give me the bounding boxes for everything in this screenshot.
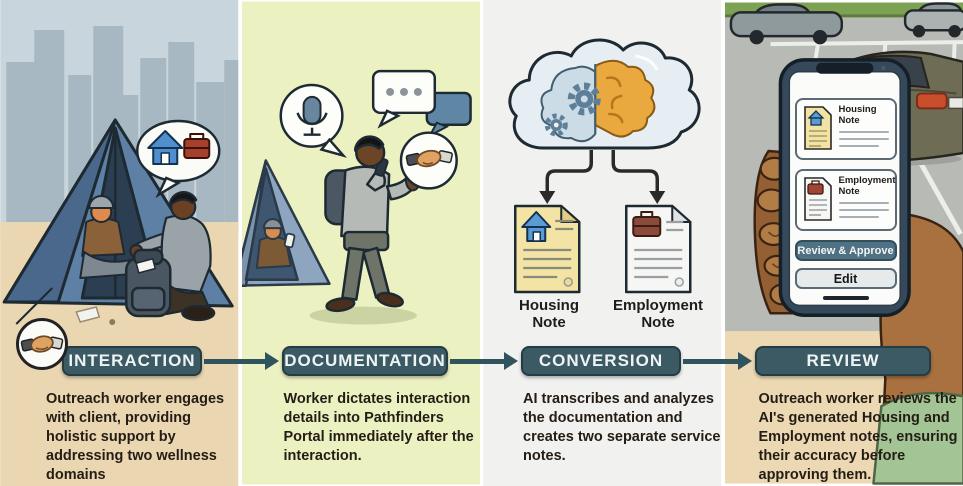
flow-arrow-1	[204, 352, 279, 370]
handshake-speech-bubble	[399, 131, 458, 190]
panel-conversion: Housing Note Employment Note AI transcri…	[483, 0, 722, 486]
gear-icon	[567, 82, 601, 116]
phone-notch	[815, 62, 873, 74]
panel-review: Housing Note	[724, 0, 963, 486]
edit-button[interactable]: Edit	[794, 268, 897, 289]
microphone-icon	[295, 95, 328, 136]
briefcase-icon	[806, 180, 824, 195]
worker-dictating-figure	[323, 135, 421, 313]
step-banner-documentation: DOCUMENTATION	[282, 346, 448, 376]
parked-car-right	[903, 2, 963, 38]
conversion-scene-illustration	[483, 0, 722, 486]
conversion-description: AI transcribes and analyzes the document…	[523, 391, 721, 464]
client-figure	[79, 195, 134, 279]
house-icon	[806, 110, 825, 126]
housing-card-title: Housing Note	[838, 104, 877, 126]
employment-card-title: Employment Note	[838, 175, 896, 197]
parked-car-left	[729, 3, 843, 45]
text-line	[838, 201, 889, 204]
employment-note-doc	[625, 204, 692, 294]
text-line	[838, 144, 879, 147]
documentation-scene-illustration	[241, 1, 480, 485]
employment-note-card: Employment Note	[794, 169, 897, 231]
arrowhead-left	[539, 191, 556, 204]
employment-doc-icon	[803, 177, 832, 221]
flow-arrow-2	[450, 352, 518, 370]
documentation-description: Worker dictates interaction details into…	[283, 391, 474, 464]
house-icon	[521, 211, 552, 242]
text-line	[838, 208, 889, 211]
ground-items	[75, 306, 116, 325]
text-line	[838, 215, 879, 218]
backpack-illustration	[125, 248, 172, 318]
briefcase-icon	[632, 211, 662, 237]
housing-note-card: Housing Note	[794, 98, 897, 160]
arrowhead-right	[649, 191, 666, 204]
housing-note-label: Housing Note	[519, 297, 579, 331]
split-arrows	[545, 150, 659, 192]
gear-icon-small	[544, 113, 568, 137]
outreach-worker-figure	[129, 190, 216, 322]
house-icon	[147, 130, 184, 165]
briefcase-icon	[183, 133, 211, 159]
housing-note-doc	[514, 204, 581, 294]
chat-bubbles-icon	[371, 69, 472, 139]
text-line	[838, 130, 889, 133]
worker-shadow	[309, 306, 417, 325]
interaction-description: Outreach worker engages with client, pro…	[46, 391, 225, 483]
housing-doc-icon	[803, 106, 832, 150]
handshake-icon	[16, 318, 68, 370]
panel-interaction: Outreach worker engages with client, pro…	[0, 0, 239, 486]
step-banner-conversion: CONVERSION	[521, 346, 681, 376]
needs-speech-bubble	[136, 119, 221, 199]
brain-icon	[594, 59, 656, 138]
review-approve-button[interactable]: Review & Approve	[794, 240, 897, 261]
phone-screen: Housing Note	[794, 98, 897, 300]
text-line	[838, 137, 889, 140]
handshake-icon	[405, 149, 453, 168]
panel-documentation: Worker dictates interaction details into…	[241, 0, 480, 486]
home-indicator	[822, 296, 869, 300]
step-banner-review: REVIEW	[755, 346, 931, 376]
background-tent	[241, 159, 331, 287]
flow-arrow-3	[683, 352, 752, 370]
review-description: Outreach worker reviews the AI's generat…	[758, 391, 958, 483]
step-banner-interaction: INTERACTION	[62, 346, 202, 376]
ai-cloud-icon	[508, 38, 701, 150]
employment-note-label: Employment Note	[612, 297, 703, 331]
microphone-speech-bubble	[279, 83, 347, 158]
